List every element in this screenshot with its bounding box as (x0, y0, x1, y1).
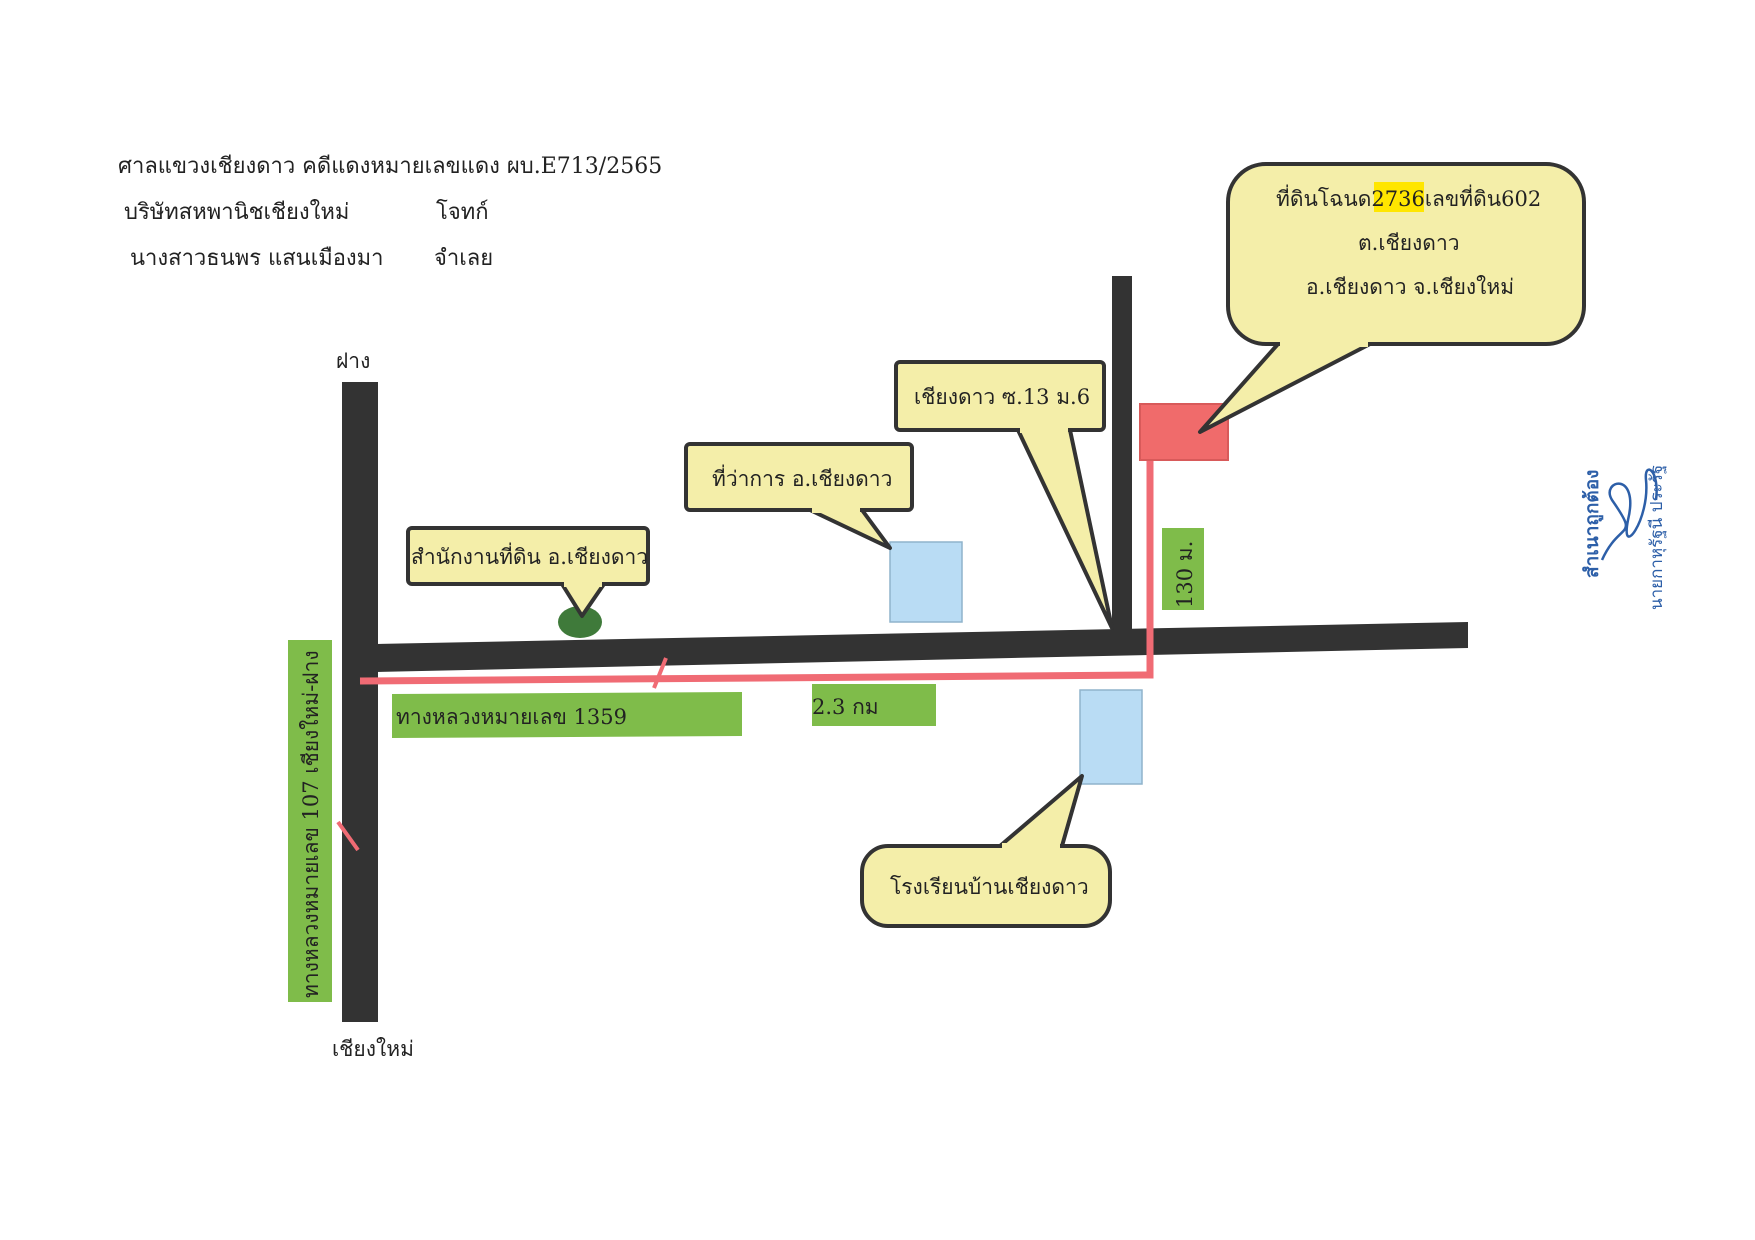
land-office-callout-text: สำนักงานที่ดิน อ.เชียงดาว (411, 542, 648, 569)
route-tick-1359 (652, 657, 668, 689)
land-office-marker (558, 606, 602, 638)
parcel-callout: ที่ดินโฉนด2736เลขที่ดิน602 ต.เชียงดาว อ.… (1198, 162, 1586, 434)
side-distance-label-bg (1162, 528, 1204, 610)
distance-label: 2.3 กม (812, 695, 879, 719)
highway-1359-label-bg (392, 692, 742, 738)
district-office-callout: ที่ว่าการ อ.เชียงดาว (684, 442, 914, 550)
court-case-line: ศาลแขวงเชียงดาว คดีแดงหมายเลขแดง ผบ.E713… (118, 154, 663, 179)
plaintiff-role: โจทก์ (436, 200, 489, 225)
defendant-name: นางสาวธนพร แสนเมืองมา (130, 246, 384, 271)
side-distance-label: 130 ม. (1173, 541, 1197, 608)
certification-stamp: สำเนาถูกต้อง นายกาหุรัฐนี ประรัฐ (1581, 465, 1667, 610)
district-office-building (889, 541, 963, 623)
highway-1359-road (376, 622, 1468, 672)
school-callout: โรงเรียนบ้านเชียงดาว (860, 774, 1112, 928)
deed-number-highlight (1374, 182, 1424, 212)
route-tick-107 (336, 820, 360, 852)
highway-107-road (342, 382, 378, 1022)
north-direction-label: ฝาง (336, 349, 370, 373)
land-office-callout: สำนักงานที่ดิน อ.เชียงดาว (406, 526, 650, 618)
school-building (1079, 689, 1143, 785)
school-callout-text: โรงเรียนบ้านเชียงดาว (890, 875, 1089, 899)
signature-mark (1600, 468, 1658, 561)
route-line (359, 436, 1154, 685)
soi-callout: เชียงดาว ซ.13 ม.6 (894, 360, 1114, 630)
highway-107-label: ทางหลวงหมายเลข 107 เชียงใหม่-ฝาง (299, 650, 323, 998)
highway-1359-label: ทางหลวงหมายเลข 1359 (396, 705, 627, 729)
plaintiff-name: บริษัทสหพานิชเชียงใหม่ (124, 200, 350, 225)
parcel-callout-line1: ที่ดินโฉนด2736เลขที่ดิน602 (1276, 184, 1541, 211)
stamp-line2: นายกาหุรัฐนี ประรัฐ (1647, 465, 1667, 610)
parcel-callout-line3: อ.เชียงดาว จ.เชียงใหม่ (1306, 275, 1514, 299)
defendant-role: จำเลย (434, 246, 494, 271)
south-direction-label: เชียงใหม่ (332, 1037, 414, 1061)
parcel-callout-line2: ต.เชียงดาว (1358, 231, 1460, 255)
highway-107-label-bg (288, 640, 332, 1002)
distance-label-bg (812, 684, 936, 726)
side-road-soi-13 (1112, 276, 1132, 634)
stamp-line1: สำเนาถูกต้อง (1581, 470, 1604, 578)
soi-callout-text: เชียงดาว ซ.13 ม.6 (914, 385, 1090, 409)
district-office-callout-text: ที่ว่าการ อ.เชียงดาว (712, 464, 892, 491)
land-parcel (1139, 403, 1229, 461)
